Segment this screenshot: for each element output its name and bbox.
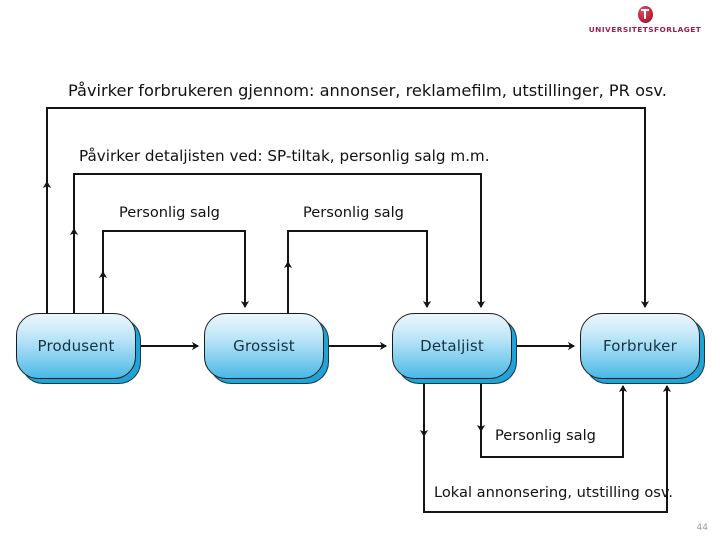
node-forbruker-label: Forbruker [603, 337, 677, 355]
flow-label-paavirker-detaljisten: Påvirker detaljisten ved: SP-tiltak, per… [79, 147, 490, 165]
route-produsent-to-detaljist [73, 173, 486, 309]
node-forbruker[interactable]: Forbruker [580, 313, 700, 379]
node-grossist-label: Grossist [233, 337, 295, 355]
flow-label-personlig-salg-grossist-detaljist: Personlig salg [303, 204, 404, 221]
route-produsent-to-forbruker [46, 107, 650, 309]
node-grossist[interactable]: Grossist [204, 313, 324, 379]
route-detaljist-to-forbruker-salg [480, 384, 628, 458]
flow-label-personlig-salg-detaljist-forbruker: Personlig salg [495, 427, 596, 444]
route-grossist-to-detaljist [287, 230, 432, 309]
node-produsent-label: Produsent [37, 337, 115, 355]
universitetsforlaget-roundel-icon [637, 6, 653, 23]
route-detaljist-to-forbruker-lokal [423, 384, 672, 513]
route-produsent-to-grossist [102, 230, 250, 309]
flow-label-personlig-salg-produsent-grossist: Personlig salg [119, 204, 220, 221]
flow-label-paavirker-forbrukeren: Påvirker forbrukeren gjennom: annonser, … [68, 81, 667, 100]
node-produsent[interactable]: Produsent [16, 313, 136, 379]
flow-label-lokal-annonsering: Lokal annonsering, utstilling osv. [434, 484, 674, 501]
brand-name: UNIVERSITETSFORLAGET [588, 25, 702, 34]
page-number: 44 [696, 523, 708, 533]
node-detaljist-label: Detaljist [420, 337, 484, 355]
node-detaljist[interactable]: Detaljist [392, 313, 512, 379]
brand-logo: UNIVERSITETSFORLAGET [585, 6, 705, 40]
